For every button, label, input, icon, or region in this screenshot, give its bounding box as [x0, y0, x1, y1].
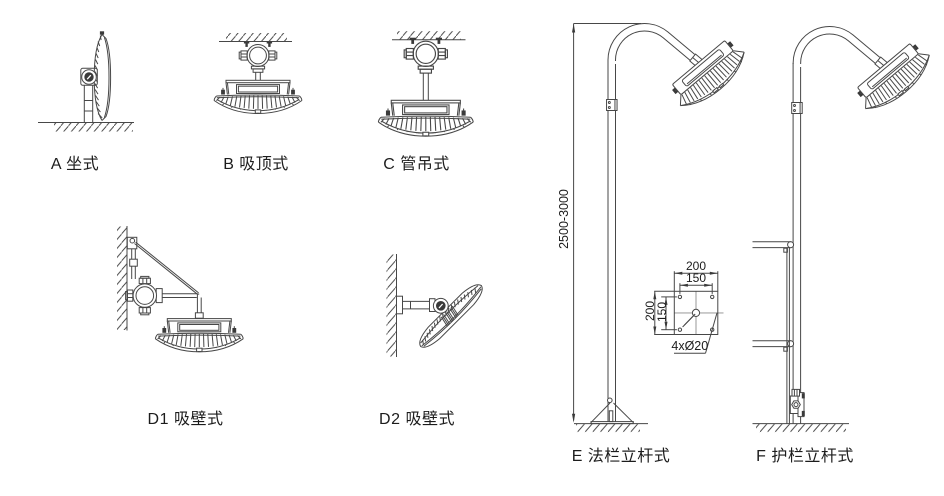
junction-box-d1	[125, 275, 163, 316]
lamp-front-view-d1	[154, 318, 244, 353]
hole-pitch-height-dimension: 150	[654, 301, 669, 323]
hole-pitch-width-dimension: 150	[685, 271, 707, 286]
figure-f-drawing	[752, 27, 938, 433]
gooseneck-f	[792, 27, 938, 119]
wall-hatch-d1	[117, 226, 127, 330]
lamp-side-view	[93, 31, 112, 121]
pole-height-dimension: 2500-3000	[556, 188, 571, 249]
junction-box-c	[403, 37, 448, 74]
junction-box-b	[238, 41, 278, 73]
ceiling-hatch-c	[397, 31, 461, 40]
lamp-front-view-b	[213, 79, 303, 114]
figure-e-drawing	[572, 23, 753, 433]
figure-d2-drawing	[386, 254, 488, 357]
plate-width-dimension: 200	[685, 258, 707, 273]
bolt-holes-dimension: 4xØ20	[671, 338, 709, 353]
flange-plate-outline	[673, 290, 719, 335]
flange-detail-inset	[653, 271, 724, 354]
figure-d1-label: D1 吸壁式	[147, 410, 224, 428]
ground-hatch-a	[54, 123, 133, 132]
figure-d2-label: D2 吸壁式	[379, 410, 455, 428]
figure-b-drawing	[213, 33, 303, 114]
figure-f-label: F 护栏立杆式	[756, 448, 854, 465]
figure-a-drawing	[38, 31, 134, 132]
figure-c-drawing	[377, 31, 474, 137]
figure-b-label: B 吸顶式	[223, 155, 289, 173]
ground-hatch-f	[756, 424, 846, 433]
gooseneck-e	[607, 24, 753, 116]
figure-c-label: C 管吊式	[383, 155, 450, 173]
lamp-side-view-d2	[414, 279, 488, 353]
wall-hatch-d2	[386, 254, 397, 357]
figure-a-label: A 坐式	[50, 155, 100, 173]
lamp-front-view-c	[377, 99, 474, 137]
figure-d1-drawing	[117, 226, 244, 353]
figure-e-label: E 法栏立杆式	[571, 448, 671, 465]
ceiling-hatch-b	[226, 33, 287, 42]
ground-hatch-e	[576, 424, 640, 433]
